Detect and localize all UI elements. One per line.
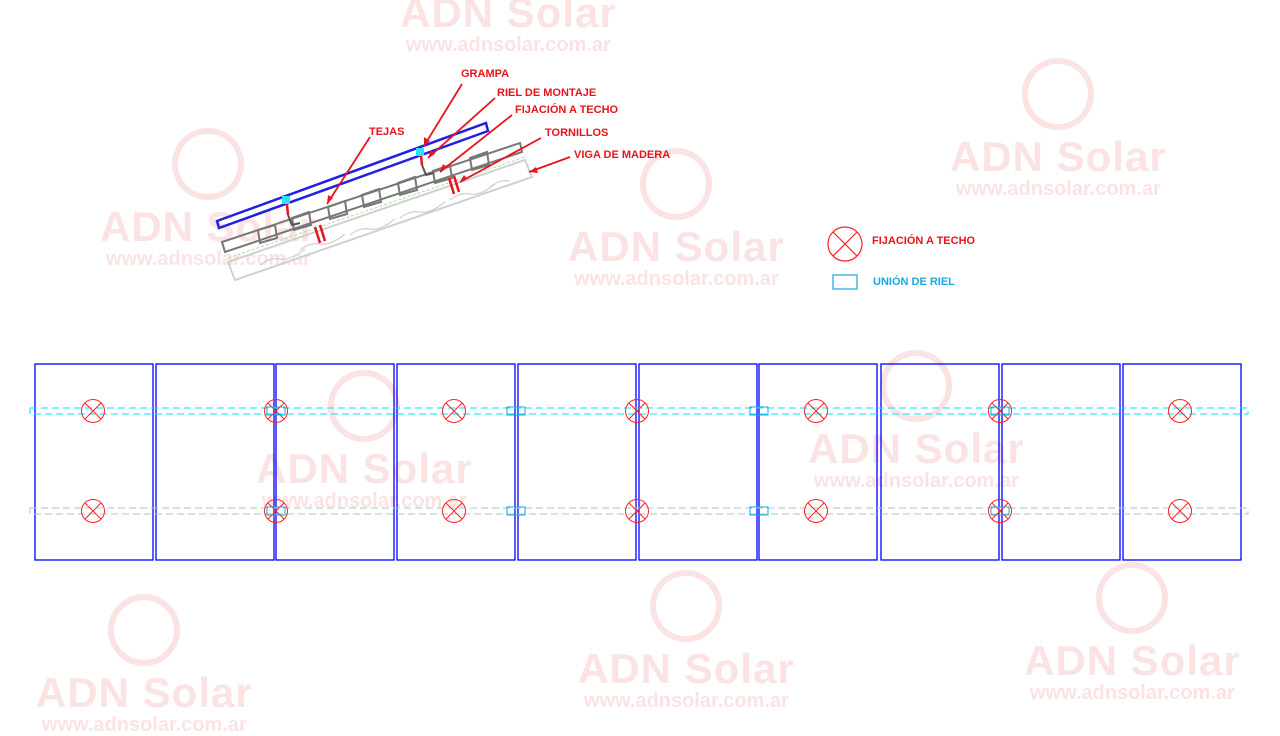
label-fijacion: FIJACIÓN A TECHO [515,104,619,116]
label-tornillos: TORNILLOS [545,127,609,139]
roof-fixing-cross [445,402,463,420]
mounting-rail [215,121,490,230]
mounting-rail [29,407,1249,415]
roof-fixing-icon [625,399,649,423]
rail-union-icon [749,506,769,516]
panel-layout-plan [29,363,1249,561]
solar-panel [1001,363,1121,561]
roof-fixing-icon [625,499,649,523]
label-viga: VIGA DE MADERA [574,149,671,161]
roof-fixing-cross [445,502,463,520]
roof-fixing-icon [1168,499,1192,523]
roof-tiles [220,141,524,254]
roof-fixing-cross [628,402,646,420]
roof-section-drawing [215,83,571,282]
roof-fixing-cross [84,402,102,420]
rail-union-icon [990,506,1010,516]
roof-fixing-cross [1171,402,1189,420]
rail-union-icon [990,406,1010,416]
rail-union-icon [266,406,286,416]
roof-fixing-cross [991,502,1009,520]
legend-union-label: UNIÓN DE RIEL [873,276,955,288]
roof-fixing-icon [81,499,105,523]
roof-fixing-icon [81,399,105,423]
legend-fijacion-label: FIJACIÓN A TECHO [872,235,976,247]
roof-fixing-icon [988,499,1012,523]
solar-panel [396,363,516,561]
roof-fixing-cross [991,402,1009,420]
roof-fixing-icon [804,399,828,423]
solar-panel [880,363,1000,561]
roof-fixing-cross [807,502,825,520]
roof-fixing-cross [628,502,646,520]
rail-union-icon [749,406,769,416]
clamp-icon [282,196,290,204]
fixing-legend-icon [827,226,863,262]
roof-fixing-cross [267,402,285,420]
rail-union-icon [266,506,286,516]
solar-panel [155,363,275,561]
solar-panel [34,363,154,561]
roof-fixing-icon [264,399,288,423]
roof-fixing-icon [1168,399,1192,423]
clamp-icon [416,148,424,156]
roof-fixing-cross [267,502,285,520]
label-grampa: GRAMPA [461,68,510,80]
roof-fixing-icon [442,499,466,523]
roof-fixing-icon [442,399,466,423]
roof-fixing-icon [988,399,1012,423]
label-riel: RIEL DE MONTAJE [497,87,597,99]
mounting-rail [29,507,1249,515]
rail-union-legend-icon [832,274,858,290]
roof-fixing-icon [264,499,288,523]
rail-union-icon [506,506,526,516]
solar-panel [1122,363,1242,561]
solar-panel [758,363,878,561]
wood-beam [226,158,534,282]
label-tejas: TEJAS [369,126,405,138]
roof-fixing-icon [804,499,828,523]
solar-panel [517,363,637,561]
solar-panel [638,363,758,561]
legend [827,226,863,290]
roof-fixing-cross [84,502,102,520]
rail-union-icon [506,406,526,416]
solar-panel [275,363,395,561]
roof-hooks [285,155,461,244]
roof-fixing-cross [1171,502,1189,520]
roof-fixing-cross [807,402,825,420]
